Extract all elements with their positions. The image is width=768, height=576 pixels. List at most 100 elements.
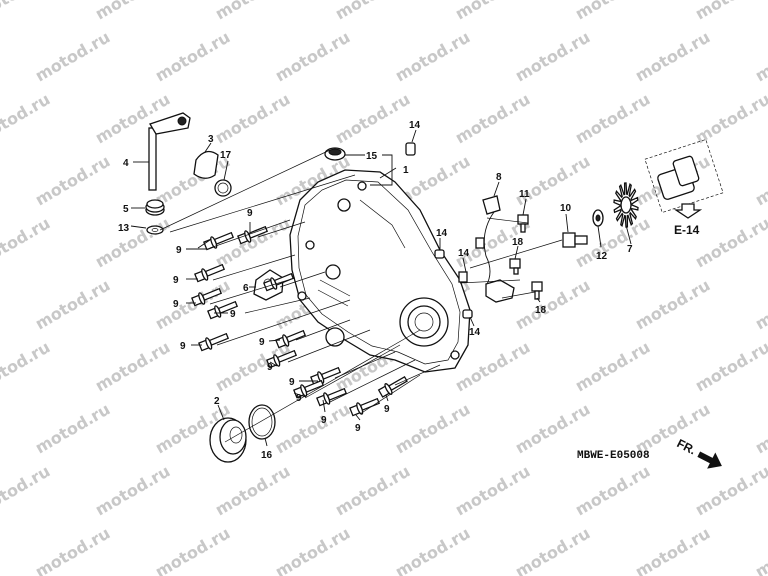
watermark-text: motod.ru <box>752 27 768 85</box>
right-crankcase-cover <box>289 169 471 373</box>
watermark-text: motod.ru <box>212 213 293 271</box>
watermark-text: motod.ru <box>32 27 113 85</box>
callout-14-top: 14 <box>409 120 421 131</box>
watermark-text: motod.ru <box>632 399 713 457</box>
flange-bolt <box>266 349 298 369</box>
callout-9-e: 9 <box>230 309 236 320</box>
callout-13: 13 <box>118 223 130 234</box>
watermark-text: motod.ru <box>572 0 653 23</box>
watermark-text: motod.ru <box>92 337 173 395</box>
watermark-text: motod.ru <box>332 0 413 23</box>
rotor-7 <box>613 182 639 228</box>
callout-9-l: 9 <box>355 423 361 434</box>
callout-9-c: 9 <box>173 275 179 286</box>
bolts-group <box>191 225 408 417</box>
watermark-text: motod.ru <box>752 399 768 457</box>
reference-label: E-14 <box>674 223 700 237</box>
watermark-text: motod.ru <box>752 151 768 209</box>
callout-8: 8 <box>496 172 502 183</box>
watermark-text: motod.ru <box>92 213 173 271</box>
watermark-text: motod.ru <box>32 399 113 457</box>
watermark-text: motod.ru <box>512 27 593 85</box>
callout-9-f: 9 <box>180 341 186 352</box>
callout-2: 2 <box>214 396 220 407</box>
watermark-text: motod.ru <box>752 523 768 576</box>
flange-bolt <box>263 272 295 292</box>
watermark-text: motod.ru <box>572 337 653 395</box>
watermark-text: motod.ru <box>452 89 533 147</box>
oil-seal-15 <box>324 142 416 161</box>
callout-9-b: 9 <box>176 245 182 256</box>
callout-9-k: 9 <box>321 415 327 426</box>
callout-15: 15 <box>366 151 378 162</box>
callout-17: 17 <box>220 150 232 161</box>
sensor-8 <box>458 195 515 303</box>
callout-12: 12 <box>596 251 608 262</box>
watermark-text: motod.ru <box>332 89 413 147</box>
filler-cap-2 <box>209 404 276 463</box>
watermark-text: motod.ru <box>212 0 293 23</box>
diagram-code: MBWE-E05008 <box>577 450 650 462</box>
dowel-pins <box>434 249 473 319</box>
callout-9-g: 9 <box>259 337 265 348</box>
callout-18-lower: 18 <box>535 305 547 316</box>
watermark-text: motod.ru <box>632 275 713 333</box>
watermark-text: motod.ru <box>752 275 768 333</box>
callout-9-d: 9 <box>173 299 179 310</box>
watermark-text: motod.ru <box>92 461 173 519</box>
watermark-text: motod.ru <box>92 89 173 147</box>
watermark-text: motod.ru <box>632 523 713 576</box>
watermark-text: motod.ru <box>452 461 533 519</box>
callout-18-upper: 18 <box>512 237 524 248</box>
callout-14-mid: 14 <box>436 228 448 239</box>
watermark-text: motod.ru <box>272 27 353 85</box>
flange-bolt <box>316 387 348 407</box>
watermark-text: motod.ru <box>392 399 473 457</box>
callout-9-j: 9 <box>296 393 302 404</box>
flange-bolt <box>310 366 342 386</box>
flange-bolt <box>198 332 230 352</box>
callout-14-bottom: 14 <box>469 327 481 338</box>
flange-bolt <box>207 300 239 320</box>
reference-markers: E-14 FR. MBWE-E05008 <box>577 223 722 469</box>
watermark-text: motod.ru <box>572 461 653 519</box>
watermark-text: motod.ru <box>0 0 53 23</box>
watermark-text: motod.ru <box>92 0 173 23</box>
callout-5: 5 <box>123 204 129 215</box>
watermark-text: motod.ru <box>512 523 593 576</box>
watermark-text: motod.ru <box>32 151 113 209</box>
callout-16: 16 <box>261 450 273 461</box>
callout-1: 1 <box>403 165 409 176</box>
flange-bolt <box>349 397 381 417</box>
watermark-text: motod.ru <box>512 275 593 333</box>
watermark-text: motod.ru <box>272 523 353 576</box>
flange-bolt <box>377 375 408 398</box>
direction-label: FR. <box>675 436 699 457</box>
watermark-text: motod.ru <box>0 461 53 519</box>
watermark-text: motod.ru <box>212 461 293 519</box>
watermark-text: motod.ru <box>332 461 413 519</box>
watermark-text: motod.ru <box>0 213 53 271</box>
flange-bolt <box>194 263 226 283</box>
forward-arrow: FR. <box>675 436 722 469</box>
watermark-text: motod.ru <box>32 523 113 576</box>
watermark-text: motod.ru <box>152 27 233 85</box>
arrow-right-icon <box>697 451 722 469</box>
watermark-text: motod.ru <box>392 27 473 85</box>
watermark-text: motod.ru <box>692 337 768 395</box>
callout-3: 3 <box>208 134 214 145</box>
watermark-text: motod.ru <box>692 89 768 147</box>
callout-7: 7 <box>627 244 633 255</box>
watermark-text: motod.ru <box>512 151 593 209</box>
watermark-text: motod.ru <box>32 275 113 333</box>
flange-bolt <box>275 329 307 349</box>
leader-lines <box>130 129 632 447</box>
callout-10: 10 <box>560 203 572 214</box>
watermark-text: motod.ru <box>692 0 768 23</box>
callout-11: 11 <box>519 189 530 200</box>
cap-and-oring <box>193 150 232 197</box>
callout-9-i: 9 <box>289 377 295 388</box>
watermark-text: motod.ru <box>452 0 533 23</box>
